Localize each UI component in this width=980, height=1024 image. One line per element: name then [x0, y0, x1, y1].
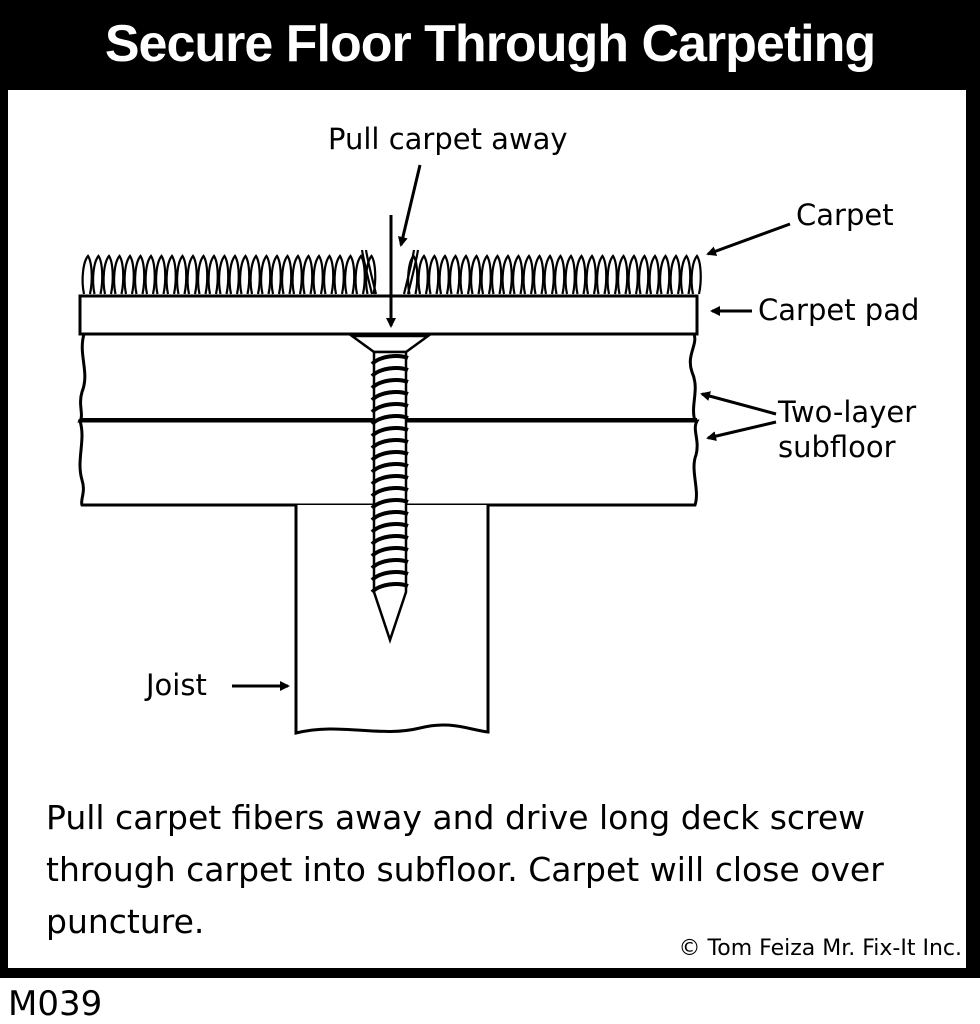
- screw-thread: [370, 474, 409, 486]
- screw-thread: [370, 522, 409, 534]
- screw-thread: [370, 570, 409, 582]
- caption-text: Pull carpet fibers away and drive long d…: [46, 798, 884, 941]
- subfloor-arrow-lower: [706, 420, 777, 442]
- carpet-fiber: [428, 254, 440, 295]
- screw-thread: [370, 510, 409, 522]
- carpet-fiber: [312, 254, 324, 295]
- carpet-fiber: [680, 254, 692, 295]
- carpet-fiber: [617, 254, 629, 295]
- screw-thread: [370, 462, 409, 474]
- joist-label: Joist: [146, 668, 207, 702]
- carpet-fiber: [690, 254, 702, 295]
- screw-thread: [370, 558, 409, 570]
- screw-thread: [370, 450, 409, 462]
- carpet-fiber: [512, 254, 524, 295]
- carpet-fiber: [344, 254, 356, 295]
- carpet-fiber: [354, 254, 366, 295]
- carpet-fiber: [270, 254, 282, 295]
- carpet-fiber: [165, 254, 177, 295]
- carpet-fiber: [144, 254, 156, 295]
- carpet-label: Carpet: [796, 198, 894, 232]
- carpet-fiber: [249, 254, 261, 295]
- carpet-fiber: [659, 254, 671, 295]
- screw-thread: [370, 378, 409, 390]
- screw-thread: [370, 438, 409, 450]
- subfloor-label-line2: subfloor: [778, 430, 896, 464]
- carpet-fiber: [470, 254, 482, 295]
- copyright-notice: © Tom Feiza Mr. Fix-It Inc.: [678, 936, 962, 961]
- carpet-fiber: [365, 254, 377, 295]
- screw-thread: [370, 534, 409, 546]
- carpet-fiber: [176, 254, 188, 295]
- carpet-fiber: [123, 254, 135, 295]
- carpet-fiber: [406, 249, 420, 295]
- carpet-fiber: [134, 254, 146, 295]
- screw-thread: [370, 354, 409, 366]
- screw-thread: [370, 486, 409, 498]
- carpet-fiber: [480, 254, 492, 295]
- carpet-fiber: [155, 254, 167, 295]
- carpet-fiber: [260, 254, 272, 295]
- carpet-fiber: [281, 254, 293, 295]
- carpet-fiber: [638, 254, 650, 295]
- screw-thread: [370, 414, 409, 426]
- carpet-fiber: [113, 254, 125, 295]
- carpet-fiber: [218, 254, 230, 295]
- carpet-fiber: [575, 254, 587, 295]
- carpet-fiber: [596, 254, 608, 295]
- carpet-fiber: [564, 254, 576, 295]
- carpet-fiber: [228, 254, 240, 295]
- carpet-fiber: [533, 254, 545, 295]
- carpet-fiber: [459, 254, 471, 295]
- carpet-fiber: [364, 249, 378, 295]
- carpet-fiber: [239, 254, 251, 295]
- carpet-fiber: [302, 254, 314, 295]
- carpet-fiber: [102, 254, 114, 295]
- carpet-pad: [78, 294, 699, 336]
- carpet-fiber: [585, 254, 597, 295]
- carpet-fiber: [333, 254, 345, 295]
- screw-thread: [370, 426, 409, 438]
- carpet-fiber: [522, 254, 534, 295]
- pointer-arrows: [232, 164, 791, 691]
- carpet-fibers: [81, 249, 702, 295]
- carpet-pad-label: Carpet pad: [758, 293, 920, 327]
- subfloor-label-line1: Two-layer: [778, 395, 917, 429]
- carpet-fiber: [554, 254, 566, 295]
- carpet-fiber: [648, 254, 660, 295]
- carpet-fiber: [417, 254, 429, 295]
- pull-carpet-label: Pull carpet away: [328, 122, 568, 156]
- carpet-fiber: [81, 254, 93, 295]
- carpet-fiber: [323, 254, 335, 295]
- figure-code: M039: [8, 984, 103, 1024]
- screw-thread: [370, 390, 409, 402]
- carpet-fiber: [627, 254, 639, 295]
- page-title: Secure Floor Through Carpeting: [104, 15, 876, 73]
- screw-thread: [370, 366, 409, 378]
- carpet-arrow: [706, 222, 791, 256]
- carpet-fiber: [669, 254, 681, 295]
- subfloor-arrow-upper: [700, 391, 777, 416]
- screw-thread: [370, 582, 409, 594]
- carpet-fiber: [449, 254, 461, 295]
- carpet-fiber: [606, 254, 618, 295]
- pull-carpet-arrow: [397, 164, 422, 247]
- carpet-fiber: [491, 254, 503, 295]
- screw-thread: [370, 498, 409, 510]
- carpet-fiber: [92, 254, 104, 295]
- screw-thread: [370, 546, 409, 558]
- carpet-fiber: [186, 254, 198, 295]
- carpet-fiber: [501, 254, 513, 295]
- carpet-fiber: [207, 254, 219, 295]
- carpet-fiber: [291, 254, 303, 295]
- carpet-fiber: [197, 254, 209, 295]
- screw-thread: [370, 402, 409, 414]
- carpet-fiber: [360, 249, 374, 295]
- carpet-fiber: [402, 249, 416, 295]
- carpet-fiber: [438, 254, 450, 295]
- carpet-fiber: [543, 254, 555, 295]
- deck-screw: [348, 334, 432, 644]
